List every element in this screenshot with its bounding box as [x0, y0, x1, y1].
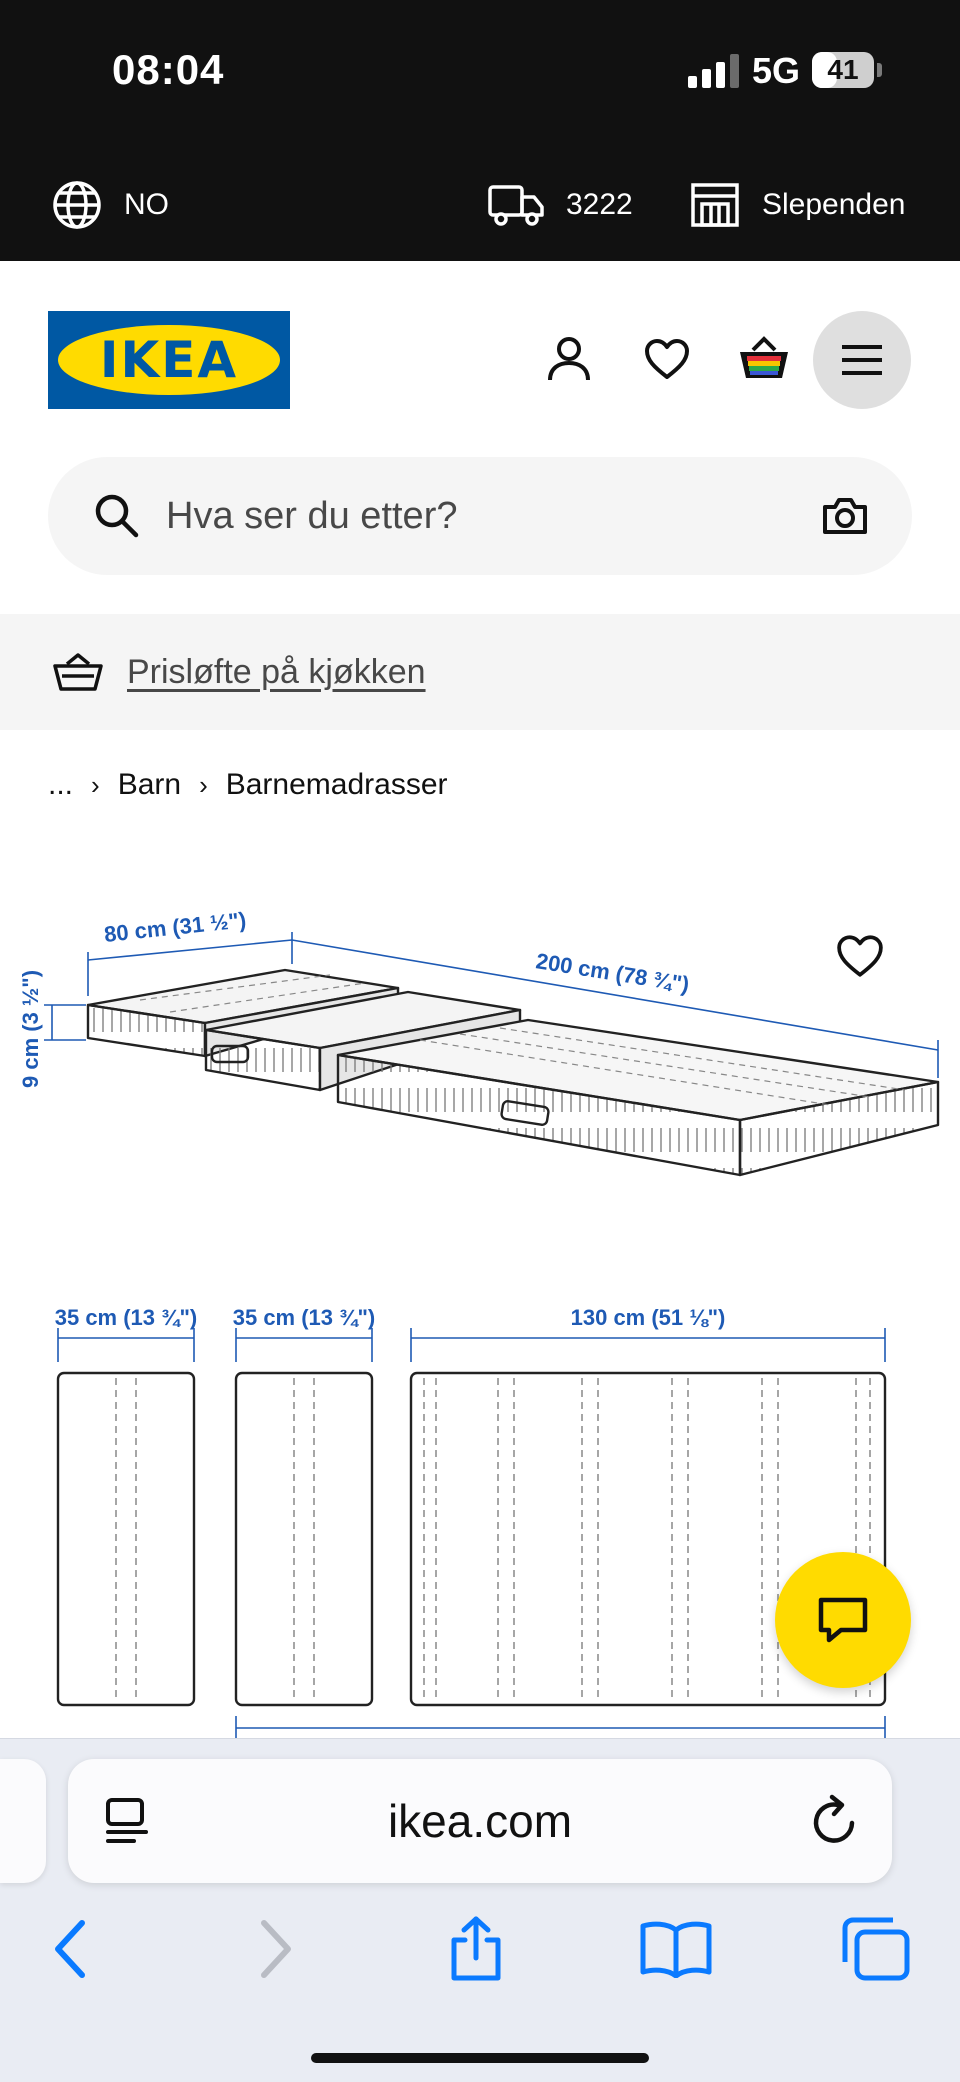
url-text[interactable]: ikea.com [387, 1795, 573, 1847]
heart-icon [645, 339, 689, 379]
promo-link[interactable]: Prisløfte på kjøkken [127, 653, 426, 691]
battery-percent: 41 [827, 54, 859, 85]
store-icon [691, 183, 739, 227]
battery-icon: 41 [812, 52, 874, 88]
user-icon [548, 337, 590, 381]
basket-outline-icon [53, 653, 103, 691]
status-bar: 08:04 5G 41 [0, 0, 960, 150]
search-input[interactable]: Hva ser du etter? [166, 495, 458, 537]
breadcrumb-item-current[interactable]: Barnemadrasser [225, 768, 448, 801]
logo-text: IKEA [99, 331, 239, 389]
chevron-right-icon: › [91, 770, 100, 800]
postcode-label: 3222 [566, 188, 633, 221]
share-icon [451, 1916, 501, 1981]
chat-button[interactable] [775, 1552, 911, 1688]
section-stitching [115, 1378, 871, 1700]
dimension-width-label: 80 cm (31 ½") [103, 907, 247, 947]
store-selector[interactable]: Slependen [690, 178, 905, 232]
chevron-right-icon: › [199, 770, 208, 800]
forward-button[interactable] [236, 1909, 316, 1989]
add-to-favourites-icon[interactable] [836, 934, 884, 978]
basket-icon [740, 336, 788, 378]
browser-toolbar: ikea.com [0, 1738, 960, 2082]
camera-icon[interactable] [822, 495, 868, 535]
dimension-height-label: 9 cm (3 ½") [18, 970, 43, 1088]
logo-oval [58, 325, 280, 395]
menu-icon [842, 345, 882, 375]
menu-button[interactable] [813, 311, 911, 409]
dimension-lines-3d [44, 932, 939, 1078]
section-1-label: 35 cm (13 ¾") [55, 1305, 198, 1330]
store-label: Slependen [762, 188, 906, 221]
chevron-left-icon [55, 1920, 85, 1978]
reader-mode-icon[interactable] [104, 1797, 150, 1845]
signal-icon [688, 54, 739, 88]
top-info-strip: NO 3222 Slependen [0, 150, 960, 261]
product-dimension-image[interactable]: 80 cm (31 ½") 200 cm (78 ¾") 9 cm (3 ½") [0, 840, 960, 1740]
chat-bubble-icon [818, 1597, 868, 1643]
status-time: 08:04 [112, 46, 225, 93]
share-button[interactable] [436, 1909, 516, 1989]
bookmarks-button[interactable] [636, 1909, 716, 1989]
back-button[interactable] [30, 1909, 110, 1989]
mattress-stitching [139, 974, 906, 1106]
battery-cap [877, 63, 882, 77]
tabs-button[interactable] [836, 1909, 916, 1989]
mattress-flat-sections [56, 1371, 887, 1707]
globe-icon [53, 181, 101, 229]
breadcrumb-item-more[interactable]: ... [48, 768, 74, 801]
site-header: IKEA [0, 261, 960, 451]
mattress-3d-drawing [86, 968, 940, 1177]
dimension-lines-flat [57, 1328, 886, 1740]
search-bar[interactable]: Hva ser du etter? [48, 457, 912, 575]
search-icon [95, 494, 139, 538]
home-indicator [311, 2053, 649, 2063]
section-2-label: 35 cm (13 ¾") [233, 1305, 376, 1330]
region-label: NO [124, 188, 169, 221]
favourites-button[interactable] [639, 331, 695, 387]
section-3-label: 130 cm (51 ⅛") [571, 1305, 726, 1330]
breadcrumb: ... › Barn › Barnemadrasser [48, 760, 448, 810]
address-bar[interactable]: ikea.com [68, 1759, 892, 1883]
account-button[interactable] [541, 331, 597, 387]
network-label: 5G [752, 50, 801, 91]
book-icon [640, 1921, 712, 1978]
breadcrumb-item-barn[interactable]: Barn [117, 768, 182, 801]
region-selector[interactable]: NO [52, 178, 169, 232]
truck-icon [488, 185, 544, 226]
tabs-icon [842, 1917, 910, 1981]
promo-banner[interactable]: Prisløfte på kjøkken [0, 614, 960, 730]
dimension-length-label: 200 cm (78 ¾") [534, 948, 691, 997]
cart-button[interactable] [736, 331, 792, 387]
delivery-postcode[interactable]: 3222 [488, 178, 633, 232]
ikea-logo[interactable]: IKEA [48, 311, 290, 409]
chevron-right-icon [261, 1920, 291, 1978]
reload-icon[interactable] [812, 1793, 860, 1847]
previous-tab-peek[interactable] [0, 1759, 46, 1883]
